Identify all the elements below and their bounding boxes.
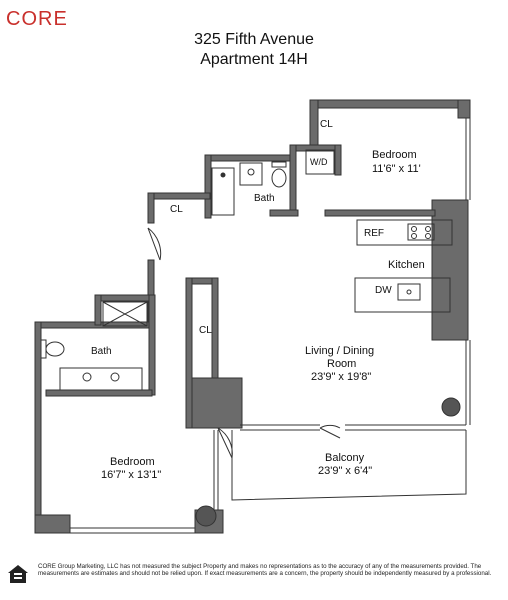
wall-bath-top (204, 154, 296, 162)
address-title: 325 Fifth Avenue (194, 31, 314, 48)
balcony-outline (231, 430, 467, 501)
toilet-tank-top (271, 161, 287, 168)
column-bedroom (195, 505, 217, 527)
kitchen-counter-top (356, 219, 453, 246)
wall-left-bedroom (309, 99, 319, 147)
bedroom-left-name: Bedroom (110, 456, 155, 468)
closet-label-2: CL (170, 204, 183, 215)
core-logo: CORE (6, 8, 68, 30)
vanity-left (59, 367, 143, 391)
bedroom-top-dims: 11'6" x 11' (372, 163, 421, 175)
wall-right-corner (457, 99, 471, 119)
shower (102, 301, 148, 327)
washer-dryer-label: W/D (310, 157, 328, 167)
bath-left-label: Bath (91, 346, 112, 357)
balcony-name: Balcony (325, 452, 365, 464)
dishwasher-label: DW (375, 285, 392, 296)
bedroom-left-dims: 16'7" x 13'1" (101, 469, 162, 481)
living-dims: 23'9" x 19'8" (311, 371, 372, 383)
living-name-2: Room (327, 358, 357, 370)
wall-block-center (191, 377, 243, 429)
wall-top (309, 99, 471, 109)
sink-top (239, 162, 263, 186)
bedroom-top-name: Bedroom (372, 149, 417, 161)
disclaimer-text: CORE Group Marketing, LLC has not measur… (38, 563, 492, 578)
wd-box (305, 149, 335, 175)
living-name-1: Living / Dining (305, 345, 375, 357)
closet-label-1: CL (320, 119, 333, 130)
wall-corridor-top (147, 192, 211, 200)
kitchen-label: Kitchen (388, 259, 425, 271)
equal-housing-icon (8, 565, 28, 583)
closet-label-3: CL (199, 325, 212, 336)
column-living (441, 397, 461, 417)
refrigerator-label: REF (364, 228, 384, 239)
bathtub (211, 167, 235, 216)
bath-top-label: Bath (254, 193, 275, 204)
apartment-title: Apartment 14H (200, 51, 308, 68)
balcony-dims: 23'9" x 6'4" (318, 465, 373, 477)
wall-bedroom-left-bottom (34, 514, 71, 534)
wall-right-mid (431, 199, 469, 341)
